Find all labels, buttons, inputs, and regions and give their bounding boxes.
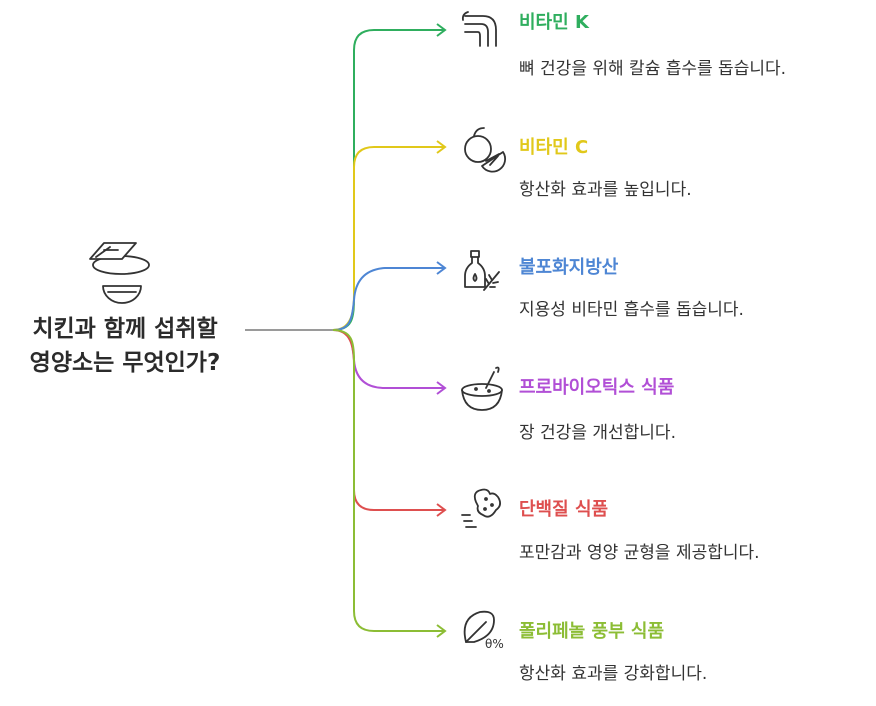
peanut-icon bbox=[461, 488, 501, 528]
root-title-line2: 영양소는 무엇인가? bbox=[29, 350, 221, 376]
branch-title-polyphenol: 폴리페놀 풍부 식품 bbox=[519, 621, 665, 642]
svg-text:θ%: θ% bbox=[485, 637, 504, 651]
branch-desc-polyphenol: 항산화 효과를 강화합니다. bbox=[519, 664, 708, 684]
branch-desc-vitamin-k: 뼈 건강을 위해 칼슘 흡수를 돕습니다. bbox=[519, 59, 787, 79]
food-bowl-plate-icon bbox=[89, 242, 150, 304]
yogurt-bowl-icon bbox=[461, 366, 503, 411]
arrowhead-probiotics bbox=[436, 381, 447, 395]
arrowhead-vitamin-c bbox=[436, 140, 447, 154]
root-title: 치킨과 함께 섭취할 영양소는 무엇인가? bbox=[0, 312, 250, 380]
oil-bottle-icon bbox=[464, 250, 500, 291]
connector-vitamin-k bbox=[332, 29, 445, 331]
branch-title-probiotics: 프로바이오틱스 식품 bbox=[519, 377, 675, 398]
branch-desc-protein: 포만감과 영양 균형을 제공합니다. bbox=[519, 543, 760, 563]
branch-title-vitamin-k: 비타민 K bbox=[519, 12, 589, 33]
arrowhead-protein bbox=[436, 503, 447, 517]
root-title-line1: 치킨과 함께 섭취할 bbox=[32, 316, 218, 342]
connector-vitamin-c bbox=[332, 146, 445, 331]
branch-title-vitamin-c: 비타민 C bbox=[519, 137, 589, 158]
branch-desc-probiotics: 장 건강을 개선합니다. bbox=[519, 423, 676, 443]
branch-desc-unsaturated-fat: 지용성 비타민 흡수를 돕습니다. bbox=[519, 300, 744, 320]
arrowhead-vitamin-k bbox=[436, 23, 447, 37]
branch-desc-vitamin-c: 항산화 효과를 높입니다. bbox=[519, 180, 692, 200]
connector-unsaturated-fat bbox=[332, 267, 445, 331]
arrowhead-unsaturated-fat bbox=[436, 261, 447, 275]
branch-title-protein: 단백질 식품 bbox=[519, 499, 609, 520]
connector-protein bbox=[332, 329, 445, 511]
polyphenol-leaf-icon: θ% bbox=[463, 610, 504, 651]
branch-title-unsaturated-fat: 불포화지방산 bbox=[519, 257, 619, 278]
bone-icon bbox=[461, 11, 497, 47]
arrowhead-polyphenol bbox=[436, 624, 447, 638]
orange-slice-icon bbox=[464, 127, 506, 173]
connector-polyphenol bbox=[332, 329, 445, 632]
